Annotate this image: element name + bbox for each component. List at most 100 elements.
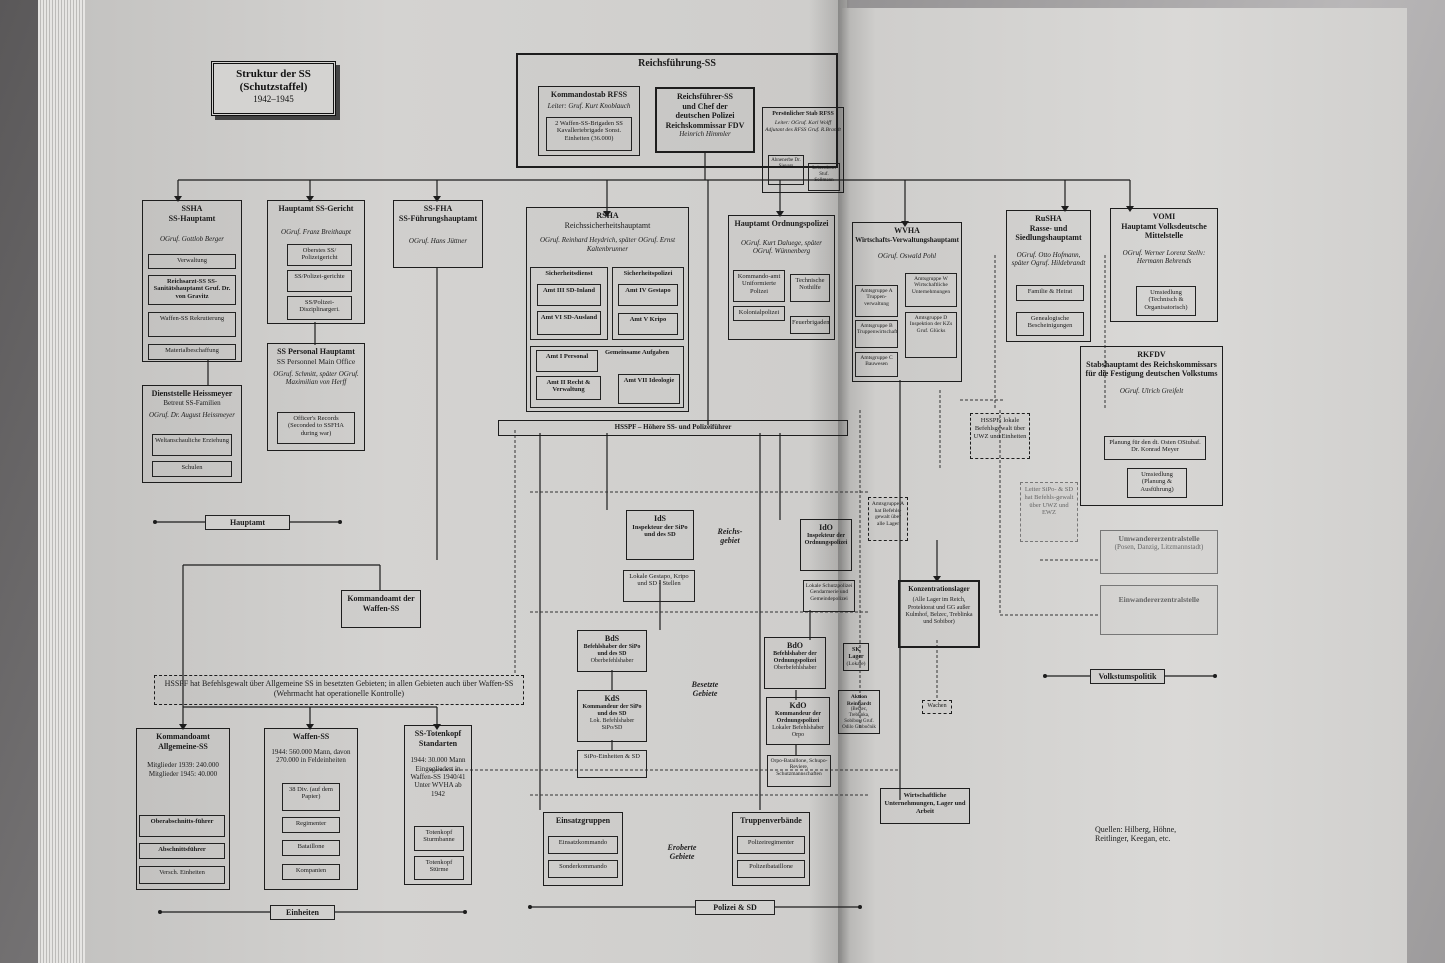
amt-1-personal: Amt I Personal	[536, 350, 598, 372]
amtsgruppe-d: Amtsgruppe D Inspektion der KZs Gruf. Gl…	[905, 312, 957, 358]
amt-3-sd-inland: Amt III SD-Inland	[537, 284, 601, 306]
totenkopf-stuerme: Totenkopf Stürme	[414, 856, 464, 880]
persoenlicher-stab: Persönlicher Stab RFSS Leiter: OGruf. Ka…	[762, 107, 844, 193]
vomi-title: VOMI	[1152, 212, 1176, 221]
sonderkommando: Sonderkommando	[548, 860, 618, 878]
ids-title: IdS	[653, 514, 666, 523]
region-erobert: Eroberte Gebiete	[667, 843, 697, 861]
hsspf-note-text: HSSPF hat Befehlsgewalt über Allgemeine …	[164, 679, 514, 698]
fha-subtitle: SS-Führungshauptamt	[398, 213, 478, 223]
uwz-title: Umwandererzentralstelle	[1118, 534, 1200, 543]
einwandererzentralstelle: Einwandererzentralstelle	[1100, 585, 1218, 635]
rfss-name: Heinrich Himmler	[679, 130, 731, 139]
leiter-sipo-sd: Leiter SiPo- & SD hat Befehls-gewalt übe…	[1020, 482, 1078, 542]
dienststelle-heissmeyer: Dienststelle Heissmeyer Betreut SS-Famil…	[142, 385, 242, 483]
orpo-bataillone: Orpo-Bataillone, Schupo-Reviere, Schutzm…	[767, 755, 831, 787]
38-divisionen: 38 Div. (auf dem Papier)	[282, 783, 340, 811]
vomi-subtitle: Hauptamt Volksdeutsche Mittelstelle	[1121, 221, 1207, 241]
amt-2-recht: Amt II Recht & Verwaltung	[536, 376, 601, 400]
rkfdv-title: RKFDV	[1137, 350, 1166, 359]
quellen: Quellen: Hilberg, Höhne, Reitlinger, Kee…	[1095, 825, 1177, 843]
bataillone: Bataillone	[282, 840, 340, 856]
sd-label: Sicherheitsdienst	[545, 270, 593, 277]
totenkopf-sturmbanne: Totenkopf Sturmbanne	[414, 826, 464, 851]
ids-subtitle: Inspekteur der SiPo und des SD	[632, 523, 688, 539]
title-line2: (Schutzstaffel)	[239, 81, 308, 94]
kdo-title: KdO	[789, 701, 807, 710]
kds-subtitle: Kommandeur der SiPo und des SD	[582, 703, 642, 717]
amtsgruppe-a-note: Amtsgruppe A hat Befehls-gewalt über all…	[868, 497, 908, 541]
orpo-title: Hauptamt Ordnungspolizei	[734, 219, 829, 228]
allg-m2: Mitglieder 1945: 40.000	[148, 769, 218, 778]
ss-totenkopf-standarten: SS-Totenkopf Standarten 1944: 30.000 Man…	[404, 725, 472, 885]
kds-sub2: Lok. Befehlshaber SiPo/SD	[589, 717, 635, 732]
einsatzgruppen: Einsatzgruppen	[543, 812, 623, 886]
officers-records: Officer's Records (Seconded to SSFHA dur…	[277, 412, 355, 444]
rfss-line2: und Chef der	[682, 101, 728, 111]
orpo-kommandoamt: Kommando-amt Uniformierte Polizei	[733, 270, 785, 302]
technische-nothilfe: Technische Nothilfe	[790, 274, 830, 302]
rsha-sicherheitspolizei: Sicherheitspolizei	[612, 267, 684, 340]
heissmeyer-title: Dienststelle Heissmeyer	[151, 389, 233, 398]
kds: KdS Kommandeur der SiPo und des SD Lok. …	[577, 690, 647, 742]
gericht-leader: OGruf. Franz Breithaupt	[281, 227, 351, 236]
kommandoamt-allgemeine-ss: Kommandoamt Allgemeine-SS Mitglieder 193…	[136, 728, 230, 890]
heissmeyer-erziehung: Weltanschauliche Erziehung	[152, 434, 232, 456]
regimenter: Regimenter	[282, 817, 340, 833]
ssha-rekrutierung: Waffen-SS Rekrutierung	[148, 312, 236, 337]
bds-subtitle: Befehlshaber der SiPo und des SD	[583, 643, 641, 657]
waffen-text: 1944: 560.000 Mann, davon 270.000 in Fel…	[271, 747, 351, 764]
hsspf-lokal: HSSPF: lokale Befehlsgewalt über UWZ und…	[970, 413, 1030, 459]
waffen-title: Waffen-SS	[292, 732, 330, 741]
wachen-text: Wachen	[927, 703, 947, 709]
amtsgruppe-b: Amtsgruppe B Truppenwirtschaft	[855, 320, 898, 348]
bds-title: BdS	[604, 634, 620, 643]
heissmeyer-leader: OGruf. Dr. August Heissmeyer	[148, 410, 235, 419]
rusha-title: RuSHA	[1035, 214, 1062, 223]
wachen: Wachen	[922, 700, 952, 714]
kommandostab-units: 2 Waffen-SS-Brigaden SS Kavalleriebrigad…	[546, 117, 632, 151]
rfss-line4: Reichskommissar FDV	[665, 120, 745, 130]
book-gutter	[838, 0, 850, 963]
rfss-line1: Reichsführer-SS	[677, 92, 733, 101]
ss-disziplinargericht: SS/Polizei-Disziplinargeri.	[287, 296, 352, 320]
truppen-title: Truppenverbände	[740, 816, 802, 825]
wvha-title: WVHA	[894, 226, 920, 235]
kds-title: KdS	[604, 694, 620, 703]
rsha-title: RSHA	[596, 211, 619, 220]
waffen-ss: Waffen-SS 1944: 560.000 Mann, davon 270.…	[264, 728, 358, 890]
ewz-title: Einwandererzentralstelle	[1118, 595, 1200, 604]
ssha-verwaltung: Verwaltung	[148, 254, 236, 269]
rkfdv: RKFDV Stabshauptamt des Reichskommissars…	[1080, 346, 1223, 506]
bdo-sub2: Oberbefehlshaber	[773, 664, 817, 671]
bdo-subtitle: Befehlshaber der Ordnungspolizei	[773, 650, 817, 664]
kommandoamt-waffen-ss: Kommandoamt der Waffen-SS	[341, 590, 421, 628]
section-volkstumspolitik: Volkstumspolitik	[1090, 669, 1165, 684]
ss-personal-hauptamt: SS Personal Hauptamt SS Personnel Main O…	[267, 343, 365, 451]
oberstes-polizeigericht: Oberstes SS/ Polizeigericht	[287, 244, 352, 266]
amt-7-ideologie: Amt VII Ideologie	[618, 374, 680, 404]
section-hauptamt: Hauptamt	[205, 515, 290, 530]
kommandostab-leader: Leiter: Gruf. Kurt Knoblauch	[547, 101, 631, 110]
rkfdv-subtitle: Stabshauptamt des Reichskommissars für d…	[1085, 359, 1218, 379]
ido-subtitle: Inspekteur der Ordnungspolizei	[804, 532, 848, 546]
umwandererzentralstelle: Umwandererzentralstelle (Posen, Danzig, …	[1100, 530, 1218, 574]
ssha-materialbeschaffung: Materialbeschaffung	[148, 344, 236, 360]
stab-leader: Leiter: OGruf. Karl Wolff Adjutant des R…	[765, 120, 841, 133]
ssha-title: SSHA	[181, 204, 203, 213]
rusha-subtitle: Rasse- und Siedlungshauptamt	[1015, 223, 1082, 243]
hsspf-label: HSSPF – Höhere SS- und Polizeiführer	[614, 423, 732, 431]
amtsgruppe-note-text: Amtsgruppe A hat Befehls-gewalt über all…	[871, 501, 905, 527]
ssha-sanitaetshauptamt: Reichsarzt-SS SS-Sanitätshauptamt Gruf. …	[148, 275, 236, 305]
kommandostab-rfss: Kommandostab RFSS Leiter: Gruf. Kurt Kno…	[538, 86, 640, 156]
page-stack-edge	[38, 0, 86, 963]
hsspf-bar: HSSPF – Höhere SS- und Polizeiführer	[498, 420, 848, 436]
section-polizei-sd: Polizei & SD	[695, 900, 775, 915]
rsha-leader: OGruf. Reinhard Heydrich, später OGruf. …	[539, 236, 676, 253]
rusha-leader: OGruf. Otto Hofmann, später Ogruf. Hilde…	[1011, 250, 1086, 268]
hauptamt-ordnungspolizei: Hauptamt Ordnungspolizei OGruf. Kurt Dal…	[728, 215, 835, 340]
section-einheiten: Einheiten	[270, 905, 335, 920]
leiter-sipo-text: Leiter SiPo- & SD hat Befehls-gewalt übe…	[1024, 486, 1074, 517]
polizeiregimenter: Polizeiregimenter	[737, 836, 805, 854]
